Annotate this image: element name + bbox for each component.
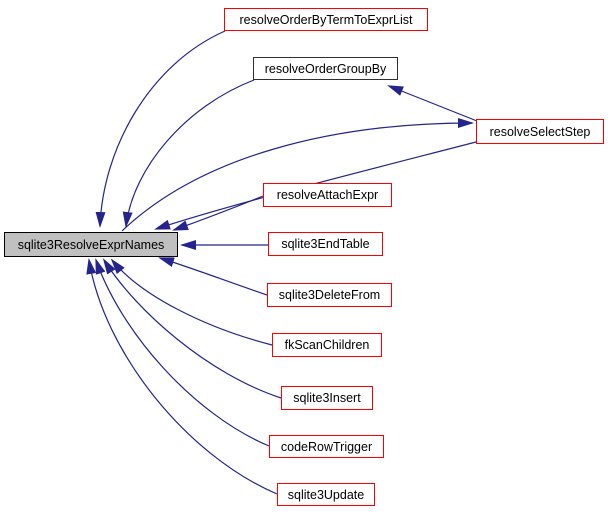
graph-node-sqlite3DeleteFrom[interactable]: sqlite3DeleteFrom: [267, 283, 392, 307]
edge-sqlite3DeleteFrom-to-main: [158, 257, 268, 296]
graph-node-label: resolveOrderGroupBy: [264, 61, 387, 76]
edge-main-to-resolveSelectStep: [121, 118, 474, 232]
graph-node-sqlite3Update[interactable]: sqlite3Update: [277, 483, 375, 506]
graph-node-label: codeRowTrigger: [280, 439, 373, 454]
graph-node-label: resolveAttachExpr: [276, 188, 379, 202]
edge-resolveOrderGroupBy-to-main: [122, 79, 255, 228]
edge-resolveOrderByTermToExprList-to-main: [95, 30, 226, 228]
graph-node-label: sqlite3Update: [287, 487, 365, 502]
graph-node-sqlite3EndTable[interactable]: sqlite3EndTable: [268, 232, 383, 256]
graph-node-label: sqlite3Insert: [293, 391, 361, 405]
edge-codeRowTrigger-to-main: [95, 258, 270, 447]
graph-node-fkScanChildren[interactable]: fkScanChildren: [272, 333, 382, 357]
graph-node-resolveSelectStep[interactable]: resolveSelectStep: [476, 119, 604, 144]
edge-resolveAttachExpr-to-main: [172, 195, 264, 231]
graph-node-codeRowTrigger[interactable]: codeRowTrigger: [269, 435, 384, 458]
graph-node-sqlite3ResolveExprNames: sqlite3ResolveExprNames: [4, 232, 178, 257]
graph-node-label: resolveOrderByTermToExprList: [239, 12, 413, 27]
edge-fkScanChildren-to-main: [110, 258, 273, 346]
graph-node-label: sqlite3DeleteFrom: [278, 288, 381, 302]
edge-resolveSelectStep-to-resolveOrderGroupBy: [387, 85, 478, 122]
edge-sqlite3Insert-to-main: [102, 258, 282, 399]
graph-node-sqlite3Insert[interactable]: sqlite3Insert: [281, 386, 373, 410]
graph-node-label: fkScanChildren: [284, 338, 370, 352]
graph-node-resolveOrderByTermToExprList[interactable]: resolveOrderByTermToExprList: [224, 8, 428, 31]
edge-sqlite3Update-to-main: [86, 258, 278, 495]
graph-node-label: sqlite3ResolveExprNames: [17, 237, 165, 252]
graph-node-label: sqlite3EndTable: [281, 237, 370, 251]
graph-node-label: resolveSelectStep: [489, 124, 591, 139]
graph-node-resolveAttachExpr[interactable]: resolveAttachExpr: [263, 183, 392, 207]
graph-node-resolveOrderGroupBy[interactable]: resolveOrderGroupBy: [253, 57, 398, 80]
